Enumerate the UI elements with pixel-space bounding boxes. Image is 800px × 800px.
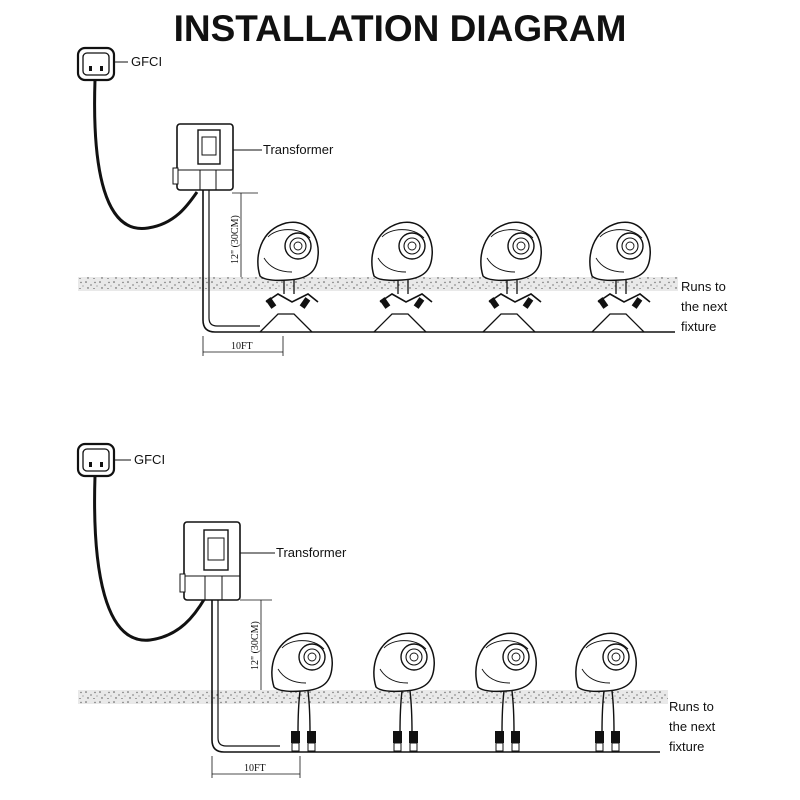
rock-light-fixture-4 bbox=[589, 221, 651, 333]
rock-light-fixture-1 bbox=[271, 632, 333, 752]
ground-strip bbox=[78, 277, 678, 291]
transformer-icon bbox=[179, 521, 241, 601]
gfci-outlet-icon bbox=[76, 442, 116, 478]
main-cable bbox=[202, 190, 675, 333]
gfci-label: GFCI bbox=[134, 452, 165, 467]
svg-text:the next: the next bbox=[681, 299, 728, 314]
svg-text:fixture: fixture bbox=[669, 739, 704, 754]
rock-light-fixture-4 bbox=[575, 632, 637, 752]
distance-label: 10FT bbox=[244, 763, 266, 774]
runs-to-next-label: Runs to the next fixture bbox=[669, 699, 716, 754]
rock-light-fixture-2 bbox=[373, 632, 435, 752]
gfci-outlet-icon bbox=[76, 46, 116, 82]
height-label: 12" (30CM) bbox=[250, 621, 261, 670]
page-title: INSTALLATION DIAGRAM bbox=[174, 8, 627, 49]
diagram-1: GFCI Transformer 12" (30CM) 10FT bbox=[76, 46, 728, 356]
transformer-label: Transformer bbox=[263, 142, 334, 157]
power-cord bbox=[93, 475, 207, 642]
rock-light-fixture-2 bbox=[371, 221, 433, 333]
gfci-label: GFCI bbox=[131, 54, 162, 69]
runs-to-next-label: Runs to the next fixture bbox=[681, 279, 728, 334]
distance-label: 10FT bbox=[231, 341, 253, 352]
svg-text:fixture: fixture bbox=[681, 319, 716, 334]
power-cord bbox=[93, 79, 199, 230]
diagram-2: GFCI Transformer 12" (30CM) 10FT bbox=[76, 442, 716, 778]
main-cable bbox=[211, 600, 660, 753]
rock-light-fixture-1 bbox=[257, 221, 319, 333]
ground-strip bbox=[78, 690, 668, 704]
height-label: 12" (30CM) bbox=[230, 215, 241, 264]
svg-text:Runs to: Runs to bbox=[669, 699, 714, 714]
transformer-icon bbox=[172, 123, 234, 191]
transformer-label: Transformer bbox=[276, 545, 347, 560]
svg-text:Runs to: Runs to bbox=[681, 279, 726, 294]
svg-text:the next: the next bbox=[669, 719, 716, 734]
rock-light-fixture-3 bbox=[475, 632, 537, 752]
rock-light-fixture-3 bbox=[480, 221, 542, 333]
